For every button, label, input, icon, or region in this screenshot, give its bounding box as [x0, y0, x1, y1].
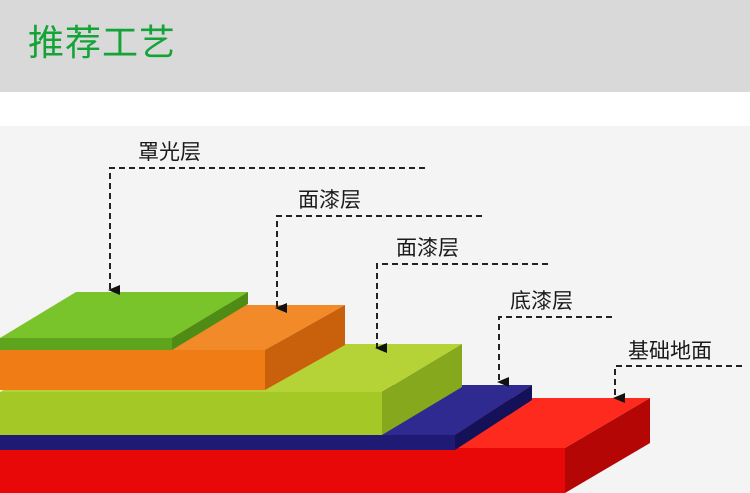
process-diagram: 罩光层 面漆层 面漆层 底漆层 基础地面: [0, 92, 750, 493]
page-title: 推荐工艺: [28, 23, 177, 64]
label-topcoat: 罩光层: [138, 140, 201, 164]
leader-finish1: [275, 215, 482, 313]
leader-primer: [497, 316, 612, 387]
layer-diagram-svg: [0, 167, 742, 493]
layer-topcoat: [0, 292, 248, 350]
header-bar: 推荐工艺: [0, 0, 750, 92]
label-base: 基础地面: [628, 339, 712, 363]
leader-finish2: [375, 263, 548, 353]
label-finish2: 面漆层: [396, 236, 459, 260]
label-primer: 底漆层: [510, 289, 573, 313]
label-finish1: 面漆层: [298, 188, 361, 212]
leader-topcoat: [108, 167, 425, 295]
leader-base: [613, 365, 742, 403]
